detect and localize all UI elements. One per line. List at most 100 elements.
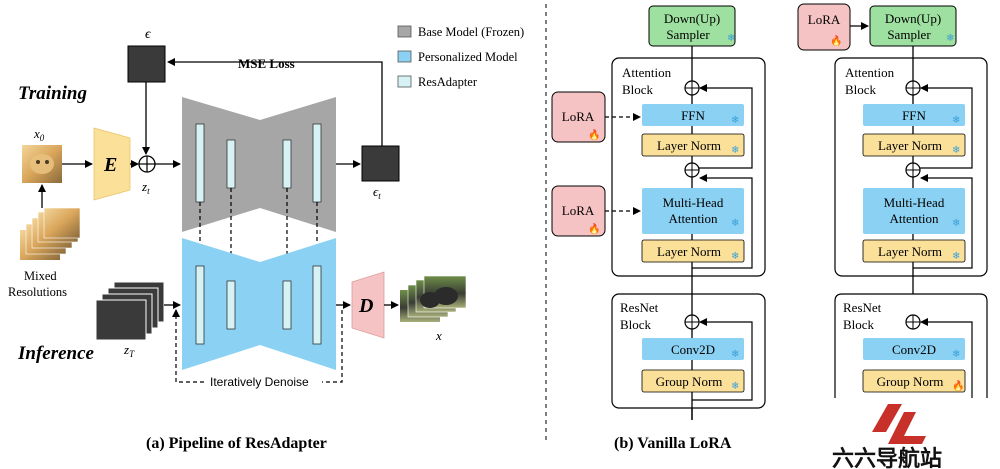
eps-t-box	[361, 145, 400, 182]
layer-norm-block	[862, 133, 966, 157]
snowflake-icon: ❄	[952, 251, 960, 262]
sampler-label-2: Sampler	[887, 27, 931, 42]
lora-label: LoRA	[562, 109, 595, 124]
mha-label-2: Attention	[668, 211, 718, 226]
lora-label: LoRA	[562, 203, 595, 218]
add-operator	[138, 155, 156, 173]
attention-block-label-2: Block	[845, 82, 877, 97]
resadapter-layer	[282, 139, 292, 189]
snowflake-icon: ❄	[727, 33, 735, 44]
lora-block	[797, 3, 851, 51]
layer-norm-block	[641, 239, 745, 263]
resadapter-layer	[195, 123, 205, 203]
watermark-text: 六六导航站	[832, 446, 942, 469]
resadapter-layer	[226, 280, 236, 330]
snowflake-icon: ❄	[946, 33, 954, 44]
encoder-label: E	[103, 154, 117, 176]
mixed-resolution-images	[20, 207, 81, 260]
x0-label: x0	[33, 126, 45, 143]
mha-label-1: Multi-Head	[663, 195, 724, 210]
resnet-label-2: Block	[843, 317, 875, 332]
fire-icon: 🔥	[830, 34, 842, 47]
training-title: Training	[18, 83, 87, 104]
mixed-res-label-2: Resolutions	[8, 285, 67, 299]
layer-norm-label: Layer Norm	[878, 138, 942, 153]
x-output-label: x	[435, 328, 442, 343]
snowflake-icon: ❄	[731, 145, 739, 156]
ffn-label: FFN	[902, 108, 926, 123]
sampler-label-1: Down(Up)	[664, 11, 720, 26]
sampler-label-1: Down(Up)	[885, 11, 941, 26]
zt-label: zt	[141, 179, 150, 196]
cat-image	[22, 145, 62, 183]
zT-label: zT	[123, 342, 135, 359]
resadapter-layer	[195, 265, 205, 345]
mse-loss-label: MSE Loss	[238, 56, 295, 71]
zT-noise-stack	[95, 281, 165, 341]
fire-icon: 🔥	[588, 222, 600, 235]
decoder-block	[351, 271, 385, 339]
mse-loss-line	[167, 58, 383, 146]
mha-label-1: Multi-Head	[884, 195, 945, 210]
snowflake-icon: ❄	[731, 349, 739, 360]
panel-b: Down(Up) Sampler ❄ Attention Block FFN ❄…	[551, 5, 766, 452]
caption-a: (a) Pipeline of ResAdapter	[146, 435, 327, 452]
legend: Base Model (Frozen) Personalized Model R…	[397, 25, 524, 89]
fire-icon: 🔥	[952, 379, 964, 392]
ffn-block	[642, 104, 744, 126]
attention-block-label-1: Attention	[622, 65, 672, 80]
fire-icon: 🔥	[588, 128, 600, 141]
base-unet	[182, 97, 336, 232]
mha-label-2: Attention	[889, 211, 939, 226]
mixed-res-label: Mixed	[24, 269, 57, 283]
encoder-block	[93, 127, 131, 201]
snowflake-icon: ❄	[952, 145, 960, 156]
output-images	[400, 275, 467, 322]
legend-label-personalized: Personalized Model	[418, 50, 518, 64]
eps-t-label: ϵt	[373, 184, 381, 201]
layer-norm-block	[862, 239, 966, 263]
legend-swatch-personalized	[397, 50, 412, 63]
layer-norm-label: Layer Norm	[657, 244, 721, 259]
resadapter-layer	[282, 280, 292, 330]
resadapter-layer	[226, 139, 236, 189]
caption-b: (b) Vanilla LoRA	[614, 435, 732, 452]
ffn-label: FFN	[681, 108, 705, 123]
snowflake-icon: ❄	[952, 115, 960, 126]
legend-label-base: Base Model (Frozen)	[418, 25, 524, 39]
denoise-label: Iteratively Denoise	[210, 375, 309, 389]
decoder-label: D	[358, 295, 373, 317]
panel-c: LoRA 🔥 Down(Up) Sampler ❄ Attention Bloc…	[797, 3, 988, 469]
group-norm-block	[862, 369, 966, 393]
mha-block	[863, 188, 965, 234]
snowflake-icon: ❄	[952, 218, 960, 229]
legend-swatch-base	[397, 25, 412, 38]
snowflake-icon: ❄	[731, 381, 739, 392]
legend-label-resadapter: ResAdapter	[418, 75, 478, 89]
group-norm-label: Group Norm	[877, 374, 944, 389]
conv2d-label: Conv2D	[892, 342, 936, 357]
legend-swatch-resadapter	[397, 75, 412, 88]
attention-block-label-1: Attention	[845, 65, 895, 80]
lora-label: LoRA	[808, 12, 841, 27]
layer-norm-label: Layer Norm	[657, 138, 721, 153]
snowflake-icon: ❄	[731, 251, 739, 262]
watermark-logo	[872, 404, 926, 444]
conv2d-block	[863, 338, 965, 360]
layer-norm-label: Layer Norm	[878, 244, 942, 259]
resnet-label-1: ResNet	[843, 300, 882, 315]
conv2d-label: Conv2D	[671, 342, 715, 357]
inference-title: Inference	[17, 343, 95, 364]
snowflake-icon: ❄	[731, 115, 739, 126]
attention-block-label-2: Block	[622, 82, 654, 97]
personalized-unet	[182, 238, 336, 370]
resnet-label-1: ResNet	[620, 300, 659, 315]
snowflake-icon: ❄	[731, 218, 739, 229]
epsilon-label: ϵ	[145, 27, 152, 42]
panel-a: Training Inference Base Model (Frozen) P…	[8, 25, 524, 452]
epsilon-noise-box	[127, 45, 166, 83]
resadapter-layer	[312, 123, 322, 203]
resadapter-layer	[312, 265, 322, 345]
group-norm-block	[641, 369, 745, 393]
